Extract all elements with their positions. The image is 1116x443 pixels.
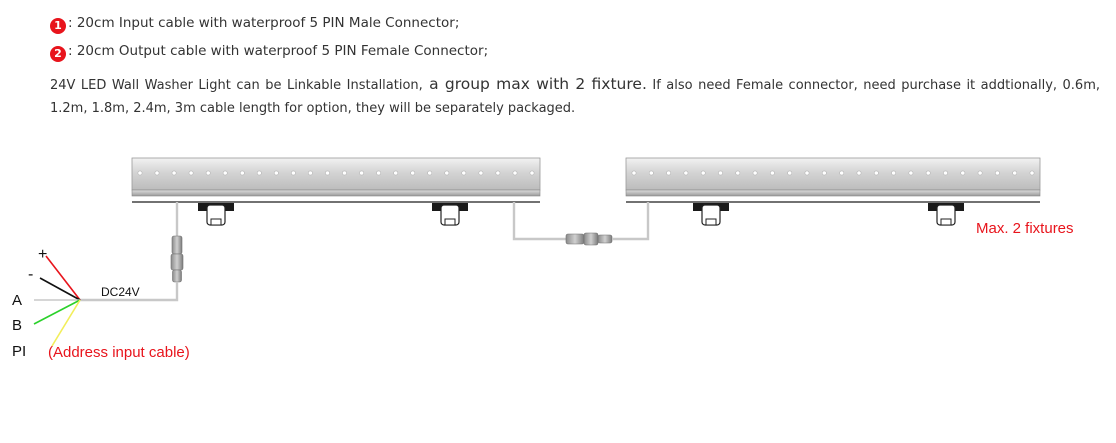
led-dot [631, 170, 637, 176]
led-dot [239, 170, 245, 176]
led-dot [908, 170, 914, 176]
led-dot [856, 170, 862, 176]
led-dot [171, 170, 177, 176]
led-dot [1012, 170, 1018, 176]
led-dot [839, 170, 845, 176]
led-dot [700, 170, 706, 176]
led-dot [718, 170, 723, 176]
led-dot [804, 170, 810, 176]
led-dot [683, 170, 689, 176]
wire-label-minus: - [28, 266, 33, 283]
fixture-2 [625, 157, 1041, 226]
led-dot [648, 170, 654, 176]
led-dot [1029, 170, 1035, 176]
led-dot [995, 170, 1000, 176]
female-connector-icon [565, 233, 585, 245]
led-dot [205, 170, 211, 176]
led-dot [427, 170, 433, 176]
led-dot [273, 170, 279, 176]
note-output-cable-text: : 20cm Output cable with waterproof 5 PI… [68, 43, 489, 59]
led-dot [770, 170, 775, 176]
led-dot [821, 170, 827, 176]
led-dot [256, 170, 262, 176]
number-badge-2: 2 [50, 46, 66, 62]
led-dot [512, 170, 518, 176]
led-dot [925, 170, 931, 176]
wire-label-plus: + [38, 246, 47, 263]
led-dot [290, 170, 296, 176]
input-cable [80, 202, 184, 302]
wire-label-pi: PI [12, 343, 26, 360]
led-dot [307, 170, 313, 176]
led-dot [154, 170, 160, 176]
description-part-1: 24V LED Wall Washer Light can be Linkabl… [50, 78, 423, 93]
led-dot [943, 170, 948, 176]
mounting-bracket-2a [693, 203, 729, 226]
wire-label-b: B [12, 317, 22, 334]
fixture-1 [131, 157, 541, 226]
led-dot [188, 170, 194, 176]
description-part-3: If also need Female connector, need purc… [50, 78, 1100, 116]
led-dot [960, 170, 966, 176]
led-dot [137, 170, 143, 176]
led-dot [393, 170, 399, 176]
led-row-2 [631, 170, 1035, 176]
voltage-label: DC24V [101, 285, 140, 299]
led-dot [478, 170, 484, 176]
address-input-label: (Address input cable) [48, 344, 190, 361]
led-row-1 [137, 170, 535, 176]
male-connector-icon [171, 235, 183, 255]
led-dot [222, 170, 228, 176]
link-cable [512, 202, 650, 246]
mounting-bracket-1a [198, 203, 234, 226]
led-dot [359, 170, 364, 176]
led-dot [342, 170, 347, 176]
led-dot [977, 170, 983, 176]
led-dot [325, 170, 330, 176]
led-dot [735, 170, 741, 176]
led-dot [787, 170, 793, 176]
led-dot [873, 170, 879, 176]
led-dot [666, 170, 671, 176]
led-dot [495, 170, 501, 176]
note-input-cable-text: : 20cm Input cable with waterproof 5 PIN… [68, 15, 460, 31]
note-input-cable: 1: 20cm Input cable with waterproof 5 PI… [50, 14, 459, 34]
led-dot [752, 170, 758, 176]
led-dot [529, 170, 535, 176]
number-badge-1: 1 [50, 18, 66, 34]
led-dot [444, 170, 450, 176]
note-output-cable: 2: 20cm Output cable with waterproof 5 P… [50, 42, 488, 62]
wire-label-a: A [12, 292, 22, 309]
led-dot [891, 170, 896, 176]
description-part-2: a group max with 2 fixture. [422, 75, 647, 93]
led-dot [410, 170, 416, 176]
led-dot [461, 170, 467, 176]
led-dot [376, 170, 381, 176]
mounting-bracket-2b [928, 203, 964, 226]
max-fixtures-label: Max. 2 fixtures [976, 220, 1074, 237]
installation-description: 24V LED Wall Washer Light can be Linkabl… [50, 73, 1100, 120]
fan-out-wires [33, 255, 81, 347]
mounting-bracket-1b [432, 203, 468, 226]
